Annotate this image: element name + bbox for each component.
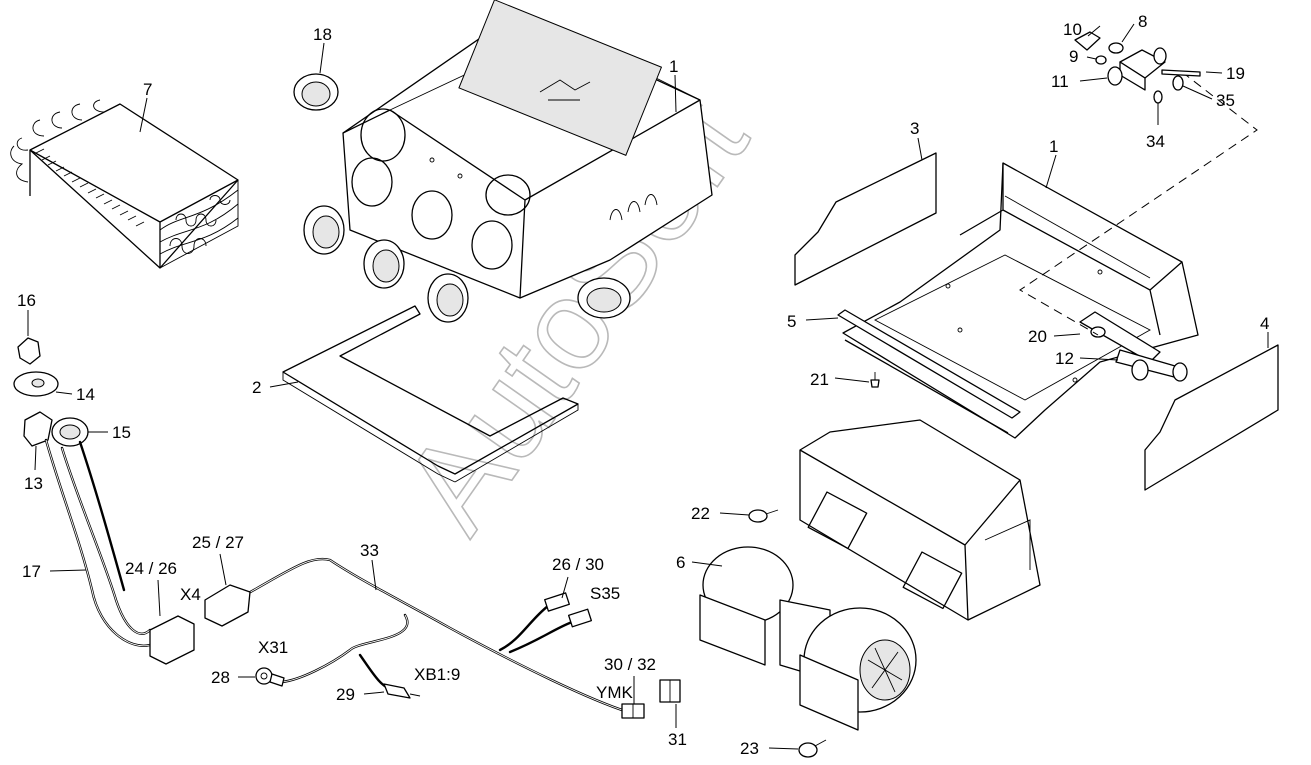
callout-28: 28 (211, 668, 230, 687)
callout-11: 11 (1051, 72, 1069, 91)
callout-8: 8 (1138, 12, 1147, 31)
screw-22 (748, 509, 779, 523)
connector-label-s35: S35 (590, 584, 620, 603)
assembly-guide-line (1019, 71, 1258, 336)
callout-24-26: 24 / 26 (125, 559, 177, 578)
air-vent-set (303, 205, 631, 323)
callout-35: 35 (1216, 91, 1235, 110)
connector-label-x4: X4 (180, 585, 201, 604)
pipe-fitting (1079, 311, 1188, 382)
evaporator-core (10, 99, 239, 269)
callout-9: 9 (1069, 47, 1078, 66)
upper-housing (342, 0, 713, 299)
callout-12: 12 (1055, 349, 1074, 368)
expansion-valve-cluster (1074, 31, 1201, 104)
screw-21 (870, 372, 880, 388)
connector-label-x31: X31 (258, 638, 288, 657)
callout-34: 34 (1146, 132, 1165, 151)
side-panel-4 (1144, 344, 1279, 491)
callout-16: 16 (17, 291, 36, 310)
blower-housing (799, 419, 1041, 621)
knob-bezel (13, 371, 59, 397)
callout-25-27: 25 / 27 (192, 533, 244, 552)
wiring-harness (44, 438, 630, 714)
callout-1-lower: 1 (1049, 137, 1058, 156)
callout-2: 2 (252, 378, 261, 397)
callout-21: 21 (810, 370, 829, 389)
connector-x4 (149, 615, 195, 665)
air-vent-18 (293, 73, 339, 111)
callout-14: 14 (76, 385, 95, 404)
connector-s35 (544, 592, 593, 628)
callout-33: 33 (360, 541, 379, 560)
callout-30-32: 30 / 32 (604, 655, 656, 674)
callout-20: 20 (1028, 327, 1047, 346)
connector-label-xb1-9: XB1:9 (414, 665, 460, 684)
side-panel-3 (794, 152, 937, 286)
callout-10: 10 (1063, 20, 1082, 39)
callout-6: 6 (676, 553, 685, 572)
connector-label-ymk: YMK (596, 683, 634, 702)
screw-23 (798, 739, 827, 758)
connector-25-27 (204, 584, 251, 627)
callout-7: 7 (143, 80, 152, 99)
control-knob (17, 337, 41, 365)
support-rail (837, 309, 1021, 434)
callout-22: 22 (691, 504, 710, 523)
ring-terminal (255, 667, 285, 687)
callout-13: 13 (24, 474, 43, 493)
callout-19: 19 (1226, 64, 1245, 83)
connector-ymk (621, 703, 645, 719)
callout-4: 4 (1260, 314, 1269, 333)
callout-3: 3 (910, 119, 919, 138)
callout-31: 31 (668, 730, 687, 749)
callout-17: 17 (22, 562, 41, 581)
blower-fan-assembly (699, 546, 917, 731)
relay-31 (659, 679, 681, 703)
callout-26-30: 26 / 30 (552, 555, 604, 574)
control-switch (23, 411, 89, 447)
callout-5: 5 (787, 312, 796, 331)
callout-23: 23 (740, 739, 759, 758)
callout-29: 29 (336, 685, 355, 704)
connector-xb1-9 (383, 683, 421, 699)
callout-18: 18 (313, 25, 332, 44)
gasket (282, 305, 579, 483)
callout-15: 15 (112, 423, 131, 442)
callout-1-upper: 1 (669, 57, 678, 76)
